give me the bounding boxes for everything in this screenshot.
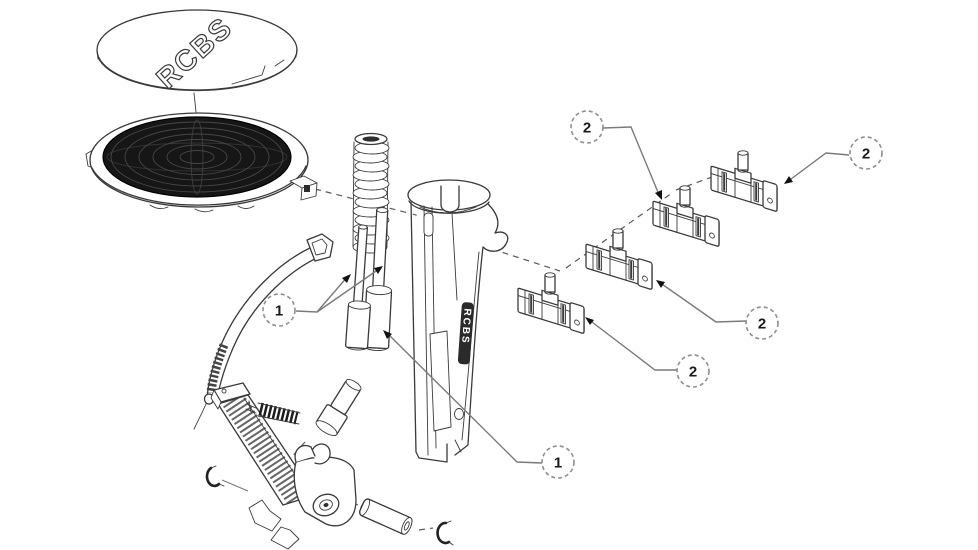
retainer-slide-middle [585,228,653,291]
retainer-slide-upper-right [710,150,778,213]
large-primer-rod [363,207,393,351]
callout-2-top-number: 2 [583,119,591,136]
leader-lines [221,126,850,492]
shoulder-bolt [315,379,362,437]
retainer-slide-lower [517,272,585,335]
retainer-slide-upper-left [652,185,720,248]
handle-lever [210,382,357,550]
callout-2-top[interactable]: 2 [570,110,604,144]
primer-tray [85,112,318,213]
callout-2-middle[interactable]: 2 [745,306,779,340]
callout-2-right-number: 2 [862,145,870,162]
callout-1-left-number: 1 [275,302,283,319]
e-clip-right [436,520,454,546]
callout-2-bottom[interactable]: 2 [676,354,710,388]
e-clip-left [205,465,225,488]
callout-2-right[interactable]: 2 [849,136,883,170]
tray-latch [289,175,318,201]
main-body: RCBS [407,179,509,463]
small-primer-rod [344,224,371,351]
callout-1-bottom-number: 1 [554,454,562,471]
pivot-pin [358,498,413,535]
lid-cover: RCBS [96,9,298,96]
callout-1-left[interactable]: 1 [262,293,296,327]
callout-2-bottom-number: 2 [689,363,697,380]
body-brand-text: RCBS [459,308,473,345]
callout-1-bottom[interactable]: 1 [541,445,575,479]
link-arm [193,233,334,430]
body-brand-strip: RCBS [457,302,474,365]
handle-spring-screw [245,400,301,425]
callout-2-middle-number: 2 [758,315,766,332]
